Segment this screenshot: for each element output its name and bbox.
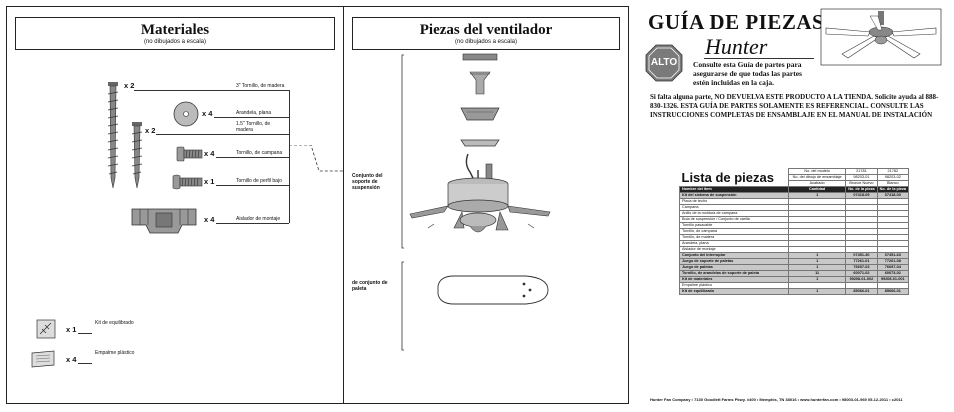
low-profile-screw-label: Tornillo de perfil bajo	[236, 178, 282, 184]
group-brackets	[401, 54, 404, 351]
table-cell: 99208-01-001	[876, 276, 910, 283]
meta-value: Bronce Nuevo	[845, 180, 878, 187]
col-header-part-a: No. de la pieza	[845, 186, 878, 193]
ceiling-fan-illustration-icon	[820, 8, 942, 66]
blade-group-label: de conjunto de paleta	[352, 280, 388, 292]
balance-kit-label: Kit de equilibrado	[95, 320, 134, 326]
fan-blade-icon	[437, 275, 549, 305]
canopy-screw-icon	[176, 146, 203, 162]
table-cell: 85066-01	[876, 288, 910, 295]
plastic-splice-icon	[31, 350, 55, 368]
canopy-screw-label: Tornillo, de campana	[236, 150, 283, 156]
table-cell: Kit de equilibrado	[678, 288, 790, 295]
stop-sign-text: ALTO	[650, 57, 678, 68]
materials-subtitle: (no dibujados a escala)	[143, 39, 207, 45]
wood-screw-1-5in-label: 1.5" Tornillo, de madera	[236, 121, 271, 133]
table-cell: 99208-01-002	[845, 276, 878, 283]
mounting-isolator-icon	[131, 208, 197, 234]
warning-text: Si falta alguna parte, NO DEVUELVA ESTE …	[650, 93, 939, 119]
flat-washer-qty: x 4	[202, 109, 213, 118]
materials-title: Materiales	[140, 22, 210, 38]
fan-parts-header: Piezas del ventilador (no dibujados a es…	[352, 17, 620, 50]
hunter-brand-logo: Hunter	[705, 34, 768, 59]
flat-washer-icon	[173, 101, 199, 127]
canopy-screw-qty: x 4	[204, 149, 215, 158]
downrod-ball-icon	[469, 71, 491, 95]
footer-text: Hunter Fan Company • 7130 Goodlett Farms…	[650, 397, 903, 402]
fan-parts-panel: Piezas del ventilador (no dibujados a es…	[344, 6, 629, 404]
parts-list-title: Lista de piezas	[681, 169, 774, 185]
ceiling-plate-icon	[462, 53, 498, 61]
fan-parts-title: Piezas del ventilador	[419, 22, 553, 38]
parts-list-table: Lista de piezas No. del modelo 21781 217…	[678, 168, 910, 295]
mounting-isolator-label: Aislador de montaje	[236, 216, 281, 222]
flat-washer-label: Arandela, plana	[236, 110, 272, 116]
canopy-icon	[460, 107, 500, 121]
table-cell: 85066-01	[845, 288, 878, 295]
materials-header: Materiales (no dibujados a escala)	[15, 17, 335, 50]
col-header-part-b: No. de la pieza	[876, 186, 910, 193]
dashed-connector	[289, 145, 344, 172]
suspension-group-label: Conjunto del soporte de suspensión	[352, 173, 383, 191]
stop-instructions: Consulte esta Guía de partes para asegur…	[693, 60, 802, 87]
fan-parts-subtitle: (no dibujados a escala)	[454, 39, 518, 45]
meta-label: No. del dibujo de ensamblaje	[788, 174, 847, 181]
balance-kit-qty: x 1	[66, 325, 77, 334]
table-cell: 1	[788, 288, 847, 295]
mounting-isolator-qty: x 4	[204, 215, 215, 224]
wood-screw-3in-qty: x 2	[124, 81, 135, 90]
materials-panel: Materiales (no dibujados a escala)	[6, 6, 344, 404]
low-profile-screw-qty: x 1	[204, 177, 215, 186]
motor-assembly-icon	[409, 153, 551, 233]
balance-kit-icon	[36, 319, 56, 339]
stop-sign-icon	[645, 44, 683, 82]
low-profile-screw-icon	[172, 174, 203, 190]
wood-screw-1-5in-qty: x 2	[145, 126, 156, 135]
canopy-trim-ring-icon	[460, 139, 500, 147]
wood-screw-3in-icon	[107, 82, 119, 189]
plastic-splice-label: Empalme plástico	[95, 350, 135, 356]
guide-title: GUÍA DE PIEZAS	[648, 10, 825, 34]
wood-screw-1-5in-icon	[131, 122, 143, 189]
plastic-splice-qty: x 4	[66, 355, 77, 364]
wood-screw-3in-label: 3" Tornillo, de madera	[236, 83, 285, 89]
